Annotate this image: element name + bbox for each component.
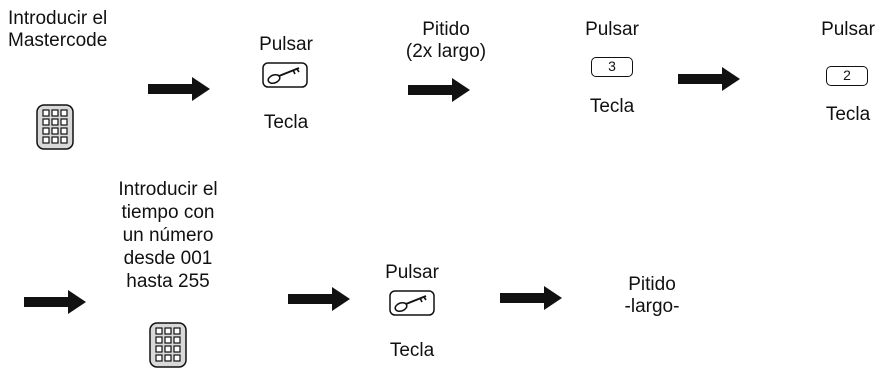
- step5-caption: Tecla: [825, 104, 871, 125]
- step4-label: Pulsar: [585, 19, 639, 40]
- step8-label: Pitido -largo-: [624, 274, 680, 317]
- key-icon: [389, 290, 435, 316]
- right-arrow-icon: [24, 290, 86, 314]
- keypad-icon: [36, 104, 74, 150]
- right-arrow-icon: [408, 78, 470, 102]
- key-icon: [262, 62, 308, 88]
- step1-label: Introducir el Mastercode: [8, 8, 108, 51]
- step7-label: Pulsar: [385, 262, 439, 283]
- right-arrow-icon: [288, 287, 350, 311]
- right-arrow-icon: [148, 77, 210, 101]
- key-2-button: 2: [826, 66, 868, 86]
- step2-caption: Tecla: [263, 112, 309, 133]
- step7-caption: Tecla: [389, 340, 435, 361]
- step2-label: Pulsar: [259, 34, 313, 55]
- keypad-icon: [149, 322, 187, 368]
- right-arrow-icon: [678, 67, 740, 91]
- step6-label: Introducir el tiempo con un número desde…: [118, 179, 218, 292]
- key-3-button: 3: [591, 57, 633, 77]
- step5-label: Pulsar: [821, 19, 875, 40]
- right-arrow-icon: [500, 286, 562, 310]
- step4-caption: Tecla: [589, 96, 635, 117]
- step3-label: Pitido (2x largo): [405, 19, 487, 62]
